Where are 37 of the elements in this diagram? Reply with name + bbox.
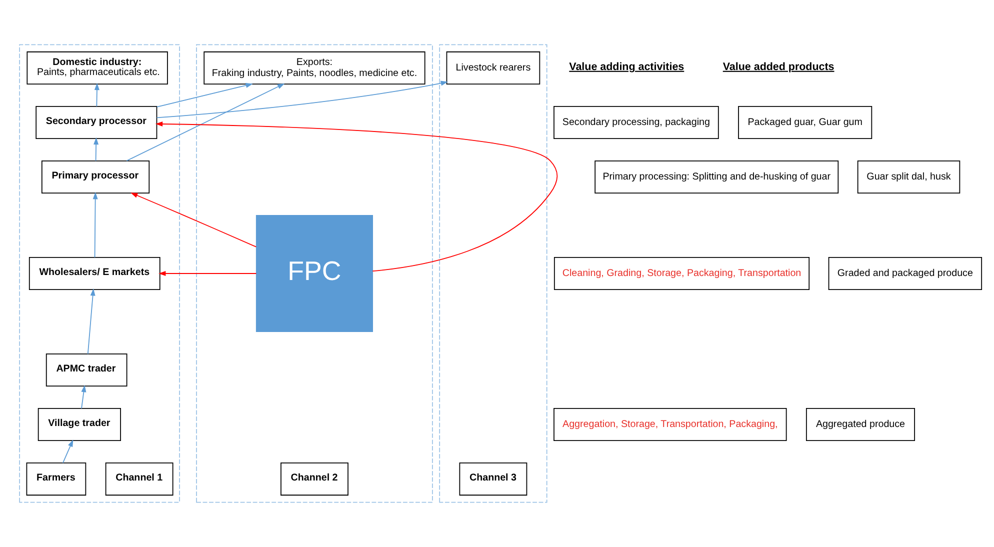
arrow [158,271,257,276]
node-box: Aggregation, Storage, Transportation, Packaging, [554,408,787,442]
arrow [81,384,86,409]
node-box: Cleaning, Grading, Storage, Packaging, Transportation [554,256,810,290]
node-box: Primary processing: Splitting and de-husking of guar [594,160,839,194]
node-box: Wholesalers/ E markets [28,256,160,290]
cluster [19,44,180,503]
node-box: Channel 2 [280,462,348,496]
node-box: Graded and packaged produce [828,256,982,290]
node-box: Secondary processor [36,106,158,139]
arrow [155,122,558,272]
node-box: Channel 1 [105,462,174,496]
arrow [92,192,98,258]
arrow [87,288,96,354]
node-box: Farmers [26,462,86,496]
arrow [126,83,285,162]
arrow [94,137,99,162]
label: Value adding activities [569,60,684,73]
arrow [156,80,448,118]
node-box: Packaged guar, Guar gum [738,106,872,139]
node-box: Primary processor [41,160,150,194]
node-box: Secondary processing, packaging [554,106,719,139]
node-box: Domestic industry: Paints, pharmaceuticals etc. [26,51,168,84]
node-box: Livestock rearers [446,51,540,84]
node-box: FPC [256,214,373,332]
node-box: Aggregated produce [806,408,915,442]
node-box: APMC trader [46,353,128,387]
cluster [196,44,433,503]
node-box: Village trader [38,408,121,442]
node-box: Exports: Fraking industry, Paints, noodles, medicine etc. [204,51,426,84]
label: Value added products [722,60,834,73]
node-box: Guar split dal, husk [857,160,960,194]
arrow [156,82,253,108]
arrow [62,440,74,464]
node-box: Channel 3 [459,462,528,496]
arrow [94,82,100,107]
arrow [130,192,257,248]
